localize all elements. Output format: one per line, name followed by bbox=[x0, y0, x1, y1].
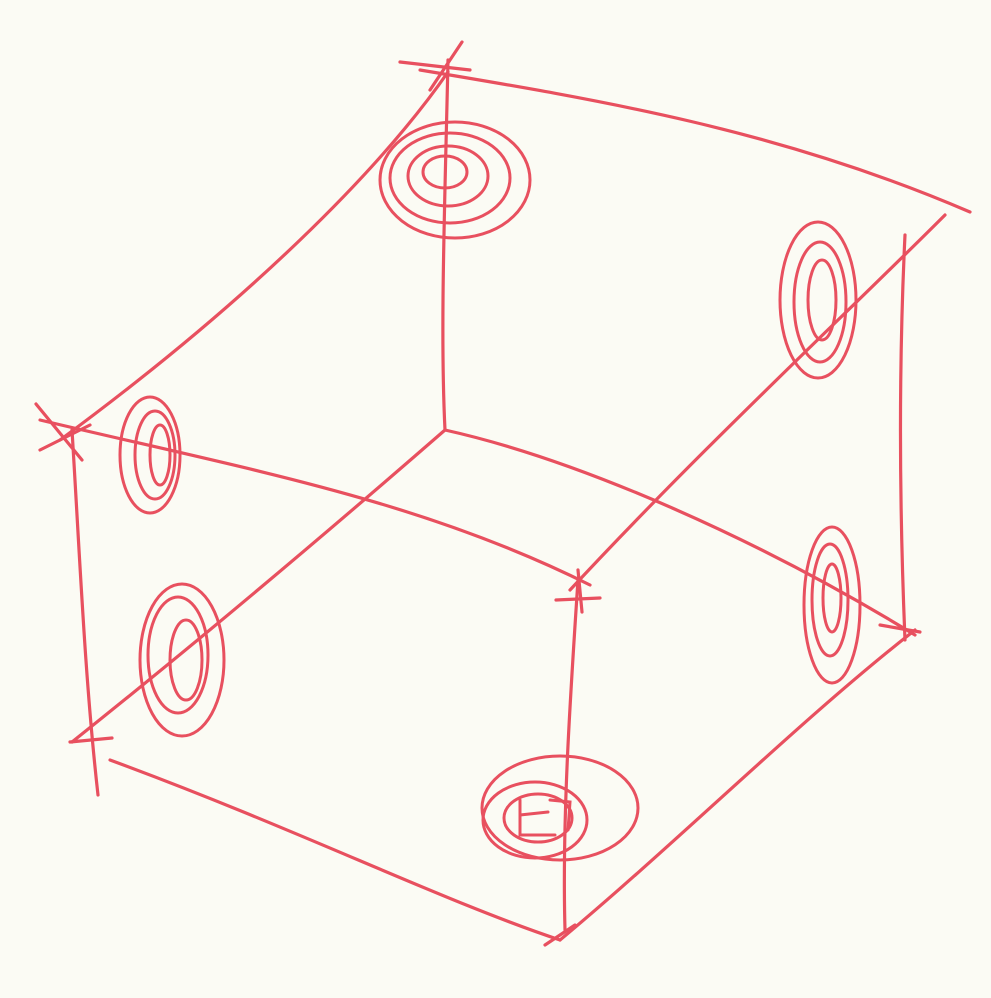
cube-sketch bbox=[0, 0, 991, 998]
